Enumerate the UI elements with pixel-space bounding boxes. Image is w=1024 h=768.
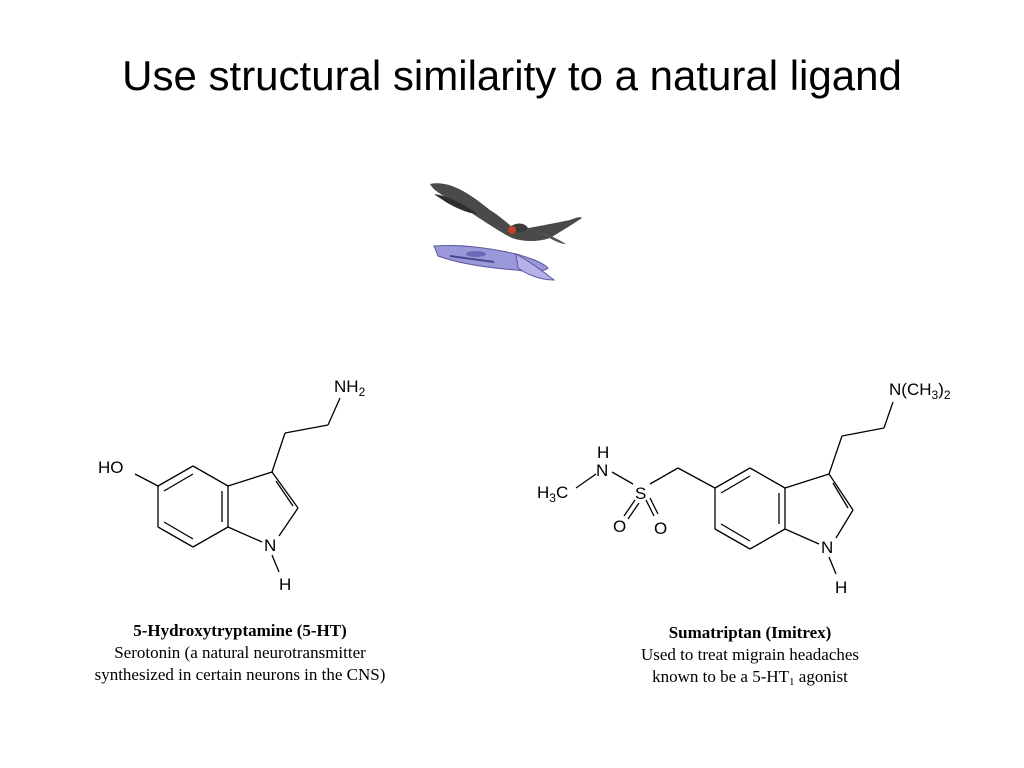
serotonin-nh2-label: NH2 <box>334 377 366 399</box>
sumatriptan-name: Sumatriptan (Imitrex) <box>668 623 832 642</box>
airplane-icon <box>433 244 556 281</box>
sumatriptan-ring-h-label: H <box>835 578 847 597</box>
sumatriptan-s-label: S <box>635 484 646 503</box>
sumatriptan-caption: Sumatriptan (Imitrex) Used to treat migr… <box>560 622 940 688</box>
sumatriptan-methyl-label: H3C <box>537 483 568 505</box>
serotonin-description-line2: synthesized in certain neurons in the CN… <box>94 665 386 684</box>
sumatriptan-sulfonamide-n-label: N <box>596 461 608 480</box>
sumatriptan-amine-label: N(CH3)2 <box>889 380 951 402</box>
serotonin-n-label: N <box>264 536 276 555</box>
serotonin-ho-label: HO <box>98 458 124 477</box>
sumatriptan-structure <box>575 401 894 575</box>
bird-and-airplane-icon <box>430 183 582 281</box>
serotonin-name: 5-Hydroxytryptamine (5-HT) <box>133 621 347 640</box>
sumatriptan-sulfonamide-h-label: H <box>597 443 609 462</box>
sumatriptan-o1-label: O <box>613 517 626 536</box>
slide-title: Use structural similarity to a natural l… <box>122 52 902 99</box>
sumatriptan-description-line2: known to be a 5-HT1 agonist <box>652 667 848 688</box>
sumatriptan-ring-n-label: N <box>821 538 833 557</box>
serotonin-description-line1: Serotonin (a natural neurotransmitter <box>114 643 366 662</box>
serotonin-caption: 5-Hydroxytryptamine (5-HT) Serotonin (a … <box>40 620 440 686</box>
serotonin-h-label: H <box>279 575 291 594</box>
sumatriptan-description-line1: Used to treat migrain headaches <box>640 645 860 664</box>
bird-icon <box>430 183 582 244</box>
sumatriptan-o2-label: O <box>654 519 667 538</box>
serotonin-structure <box>134 397 341 573</box>
